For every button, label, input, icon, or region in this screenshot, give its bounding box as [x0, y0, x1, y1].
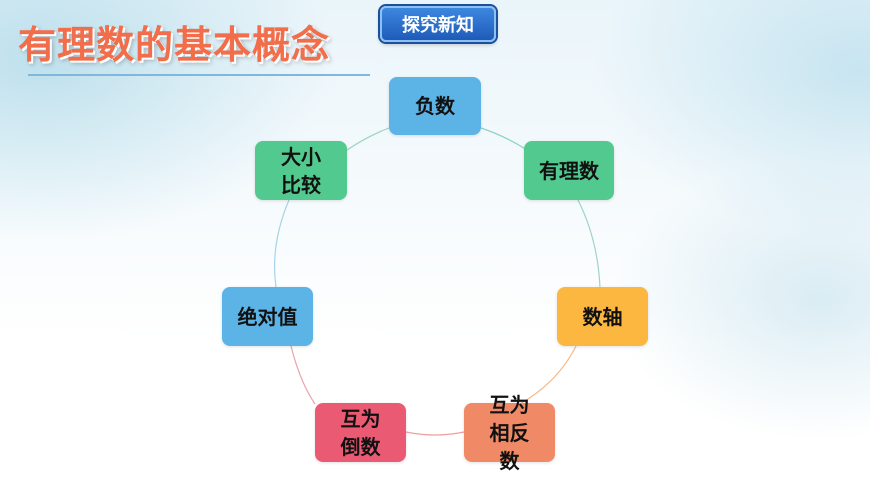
section-badge: 探究新知: [380, 6, 496, 42]
node-fu-shu[interactable]: 负数: [389, 77, 481, 135]
node-hu-wei-dao-shu[interactable]: 互为倒数: [315, 403, 406, 462]
connector-arc: [577, 199, 601, 289]
node-label: 数轴: [582, 304, 623, 329]
node-da-xiao-bi-jiao[interactable]: 大小比较: [255, 141, 347, 200]
node-label: 互为倒数: [340, 406, 381, 459]
node-label: 有理数: [539, 158, 599, 183]
node-label: 绝对值: [237, 304, 298, 329]
node-shu-zhou[interactable]: 数轴: [557, 287, 648, 346]
connector-arc: [274, 199, 290, 288]
node-you-li-shu[interactable]: 有理数: [524, 141, 614, 200]
page-title: 有理数的基本概念: [18, 23, 331, 67]
connector-arc: [346, 127, 390, 151]
connector-arc: [405, 431, 465, 436]
connector-arc: [480, 127, 528, 151]
node-label: 互为相反数: [489, 392, 530, 473]
connector-arc: [519, 345, 577, 405]
node-label: 负数: [415, 94, 455, 118]
node-label: 大小比较: [281, 144, 321, 197]
node-hu-wei-xiang-fan-shu[interactable]: 互为相反数: [464, 393, 555, 473]
title-divider: [28, 74, 370, 76]
node-jue-dui-zhi[interactable]: 绝对值: [222, 287, 313, 346]
connector-arc: [290, 345, 316, 405]
